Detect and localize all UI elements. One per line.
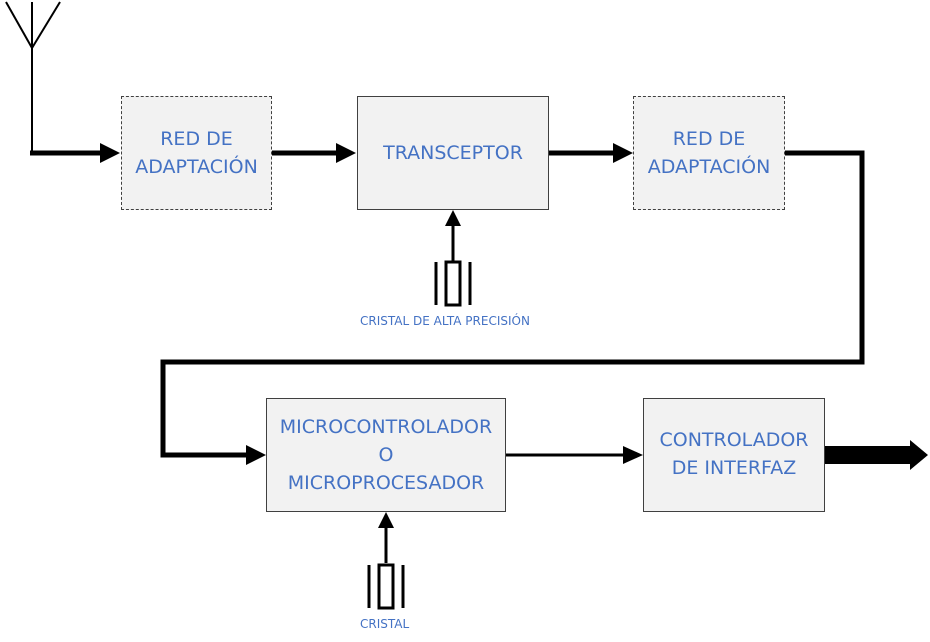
crystal-icon [367, 563, 405, 610]
controlador-interfaz-box: CONTROLADOR DE INTERFAZ [643, 398, 825, 512]
transceptor-box: TRANSCEPTOR [357, 96, 549, 210]
red-adaptacion-2-label: RED DE ADAPTACIÓN [647, 128, 771, 178]
controlador-interfaz-label: CONTROLADOR DE INTERFAZ [659, 429, 809, 479]
red-adaptacion-2-box: RED DE ADAPTACIÓN [633, 96, 785, 210]
crystal-icon [434, 260, 472, 307]
output-arrow [824, 440, 928, 470]
cristal-caption: CRISTAL [360, 617, 410, 631]
red-adaptacion-1-box: RED DE ADAPTACIÓN [121, 96, 272, 210]
red-adaptacion-1-label: RED DE ADAPTACIÓN [135, 128, 258, 178]
arrow-crystal1-to-transceptor [445, 210, 461, 262]
arrow-red2-to-micro [160, 150, 865, 465]
transceptor-label: TRANSCEPTOR [383, 142, 523, 164]
arrow-transceptor-to-red2 [548, 143, 633, 163]
antenna-icon [5, 1, 61, 153]
arrow-antenna-to-red1 [30, 143, 120, 163]
cristal-alta-precision-caption: CRISTAL DE ALTA PRECISIÓN [360, 314, 530, 328]
arrow-micro-to-controlador [505, 446, 643, 464]
microcontrolador-box: MICROCONTROLADOR O MICROPROCESADOR [266, 398, 506, 512]
microcontrolador-label: MICROCONTROLADOR O MICROPROCESADOR [279, 416, 493, 494]
arrow-red1-to-transceptor [271, 143, 356, 163]
arrow-crystal2-to-micro [378, 512, 394, 563]
